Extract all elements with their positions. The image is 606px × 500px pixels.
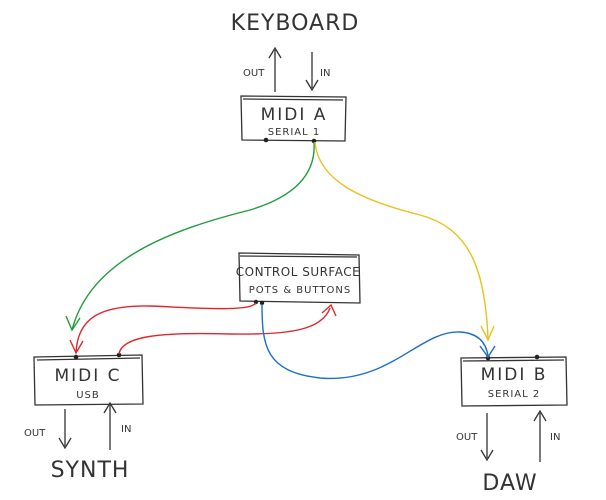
yellow-wire — [314, 141, 495, 342]
red-wire-2 — [118, 303, 337, 355]
midi-a-box: MIDI A SERIAL 1 — [240, 95, 347, 144]
midi-b-sub: SERIAL 2 — [488, 389, 541, 400]
midi-a-sub: SERIAL 1 — [268, 127, 321, 138]
keyboard-in-label: IN — [320, 68, 330, 79]
synth-in-arrow — [103, 401, 117, 450]
daw-out-label: OUT — [456, 432, 478, 443]
synth-in-label: IN — [121, 424, 131, 435]
keyboard-out-arrow — [268, 46, 282, 92]
daw-in-arrow — [533, 409, 547, 462]
midi-c-sub: USB — [76, 390, 100, 401]
keyboard-in-arrow — [305, 52, 319, 92]
green-wire — [65, 141, 315, 332]
keyboard-label: KEYBOARD — [231, 11, 360, 36]
midi-b-title: MIDI B — [481, 365, 548, 385]
daw-out-arrow — [480, 413, 494, 462]
control-surface-port-right — [259, 300, 265, 306]
keyboard-out-label: OUT — [243, 68, 265, 79]
control-surface-box: CONTROL SURFACE POTS & BUTTONS — [236, 252, 361, 306]
synth-label: SYNTH — [51, 458, 130, 483]
midi-c-port-right — [116, 352, 122, 358]
midi-c-title: MIDI C — [54, 366, 121, 386]
midi-a-title: MIDI A — [261, 105, 328, 125]
blue-wire — [261, 303, 496, 380]
control-surface-port-left — [253, 299, 259, 305]
midi-c-port-left — [73, 354, 79, 360]
midi-b-box: MIDI B SERIAL 2 — [460, 354, 568, 407]
red-wire-1 — [69, 302, 257, 355]
midi-a-port-left — [263, 137, 269, 143]
control-surface-sub: POTS & BUTTONS — [249, 285, 351, 296]
synth-out-arrow — [58, 409, 72, 450]
midi-c-box: MIDI C USB — [33, 352, 144, 406]
daw-label: DAW — [482, 471, 537, 496]
control-surface-title: CONTROL SURFACE — [236, 265, 360, 279]
daw-in-label: IN — [550, 432, 560, 443]
midi-b-port-right — [534, 354, 540, 360]
synth-out-label: OUT — [24, 428, 46, 439]
